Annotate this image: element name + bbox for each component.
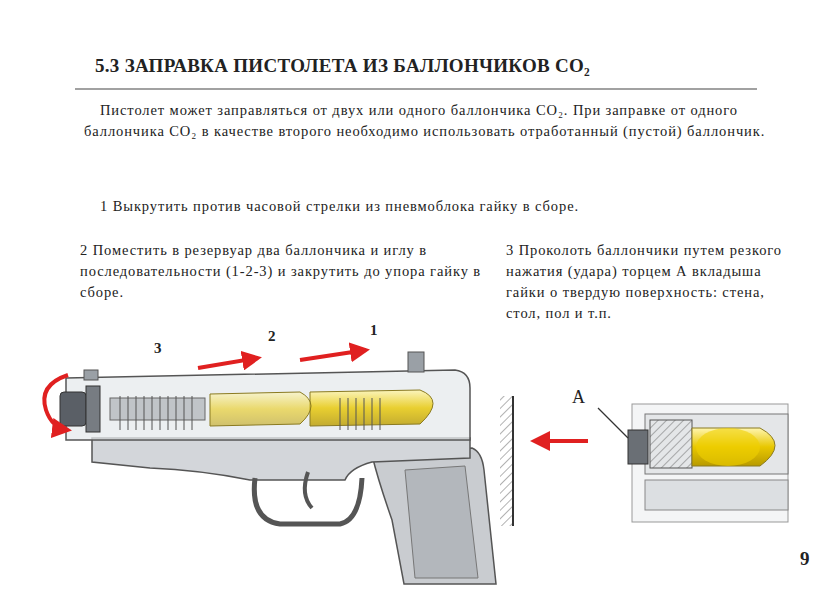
- step-text: 3 Проколоть баллончики путем резкого наж…: [506, 240, 790, 324]
- pistol-drawing: [44, 350, 496, 584]
- callout-number: 3: [154, 338, 162, 360]
- page-number: 9: [800, 545, 810, 573]
- callout-number: 2: [268, 326, 276, 348]
- wall-symbol: [500, 396, 513, 526]
- step-text: 1 Выкрутить против часовой стрелки из пн…: [100, 196, 800, 217]
- heading-rule: [75, 88, 757, 89]
- page-heading: 5.3 ЗАПРАВКА ПИСТОЛЕТА ИЗ БАЛЛОНЧИКОВ CO…: [95, 52, 590, 80]
- callout-number: 1: [370, 320, 378, 342]
- nut-section-inset: [598, 404, 788, 522]
- step-text: 2 Поместить в резервуар два баллончика и…: [80, 240, 505, 303]
- callout-letter: А: [572, 384, 585, 410]
- intro-paragraph: Пистолет может заправляться от двух или …: [84, 100, 809, 142]
- strike-arrow: [534, 439, 588, 443]
- leader-line: [598, 408, 628, 438]
